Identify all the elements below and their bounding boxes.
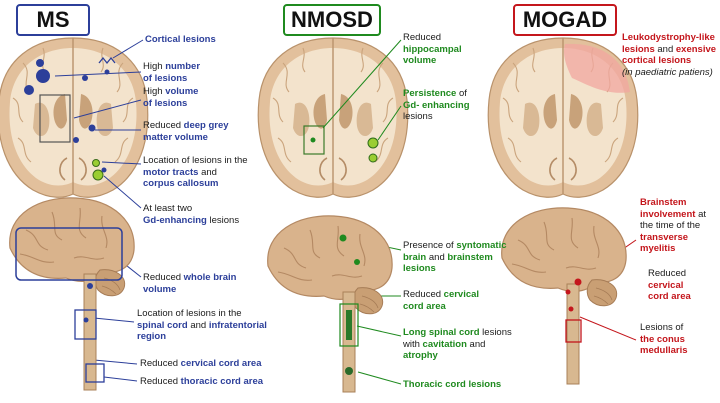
ms-deep-grey-box [39,94,71,143]
ms-title: MS [16,4,90,36]
nmosd-spinal-cord [342,291,356,393]
mogad-sagittal-brain [501,207,627,307]
ms-sagittal-brain [9,197,135,297]
ms-axial-brain [0,37,149,199]
ms-label-cortical-lesions: Cortical lesions [145,34,216,45]
nmosd-lesion-markers [303,125,379,163]
ms-label-cervical-cord: Reduced cervical cord area [140,358,262,369]
ms-lesion-markers [24,56,116,181]
nmosd-axial-brain [257,37,409,199]
nmosd-label-thoracic: Thoracic cord lesions [403,379,502,390]
nmosd-sagittal-brain [267,215,393,315]
mogad-leukodystrophy-area [563,43,630,93]
ms-label-thoracic-cord: Reduced thoracic cord area [140,376,264,387]
ms-whole-brain-box [15,227,123,281]
mogad-title: MOGAD [513,4,617,36]
mogad-spinal-cord [566,283,580,385]
mogad-conus-box [565,319,582,343]
nmosd-title: NMOSD [283,4,381,36]
ms-thoracic-box [85,363,105,383]
ms-spinal-cord [83,273,97,391]
ms-spinal-box [74,309,97,340]
